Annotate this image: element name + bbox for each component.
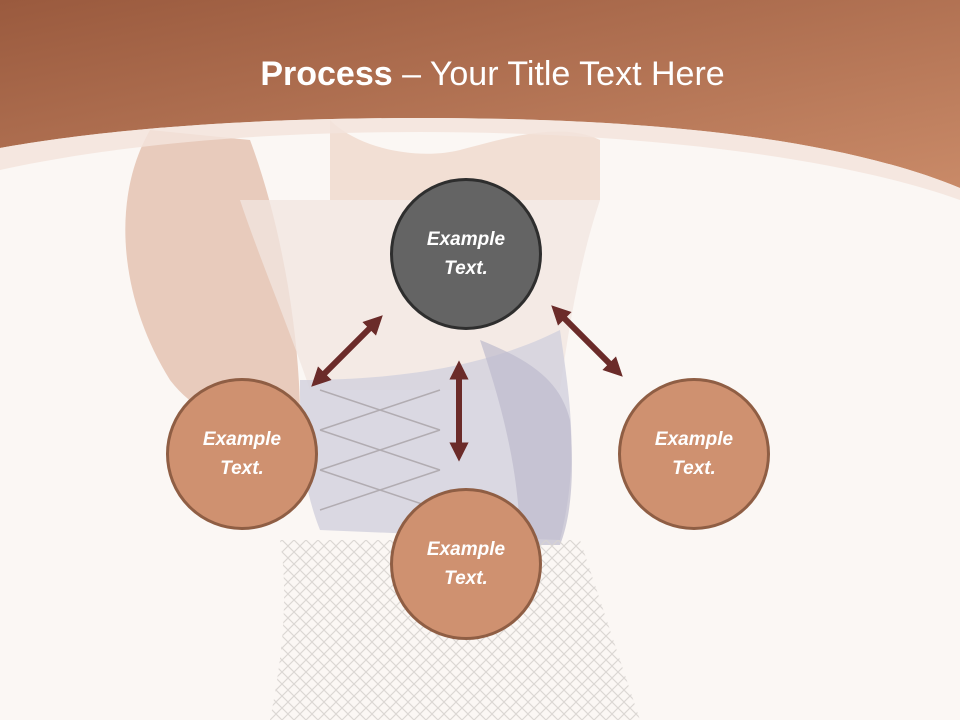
node-right-label: Example Text. xyxy=(654,429,734,479)
node-left[interactable]: Example Text. xyxy=(166,378,318,530)
header-band xyxy=(0,0,960,200)
node-top-label: Example Text. xyxy=(426,229,506,279)
title-rest: – Your Title Text Here xyxy=(392,55,725,93)
node-bottom-label: Example Text. xyxy=(426,539,506,589)
node-top[interactable]: Example Text. xyxy=(390,178,542,330)
title-bold: Process xyxy=(260,55,393,93)
node-bottom[interactable]: Example Text. xyxy=(390,488,542,640)
slide-title: Process – Your Title Text Here xyxy=(0,52,960,96)
arrow-top-right xyxy=(551,305,623,377)
arrow-top-left xyxy=(311,315,383,387)
node-right[interactable]: Example Text. xyxy=(618,378,770,530)
node-left-label: Example Text. xyxy=(202,429,282,479)
